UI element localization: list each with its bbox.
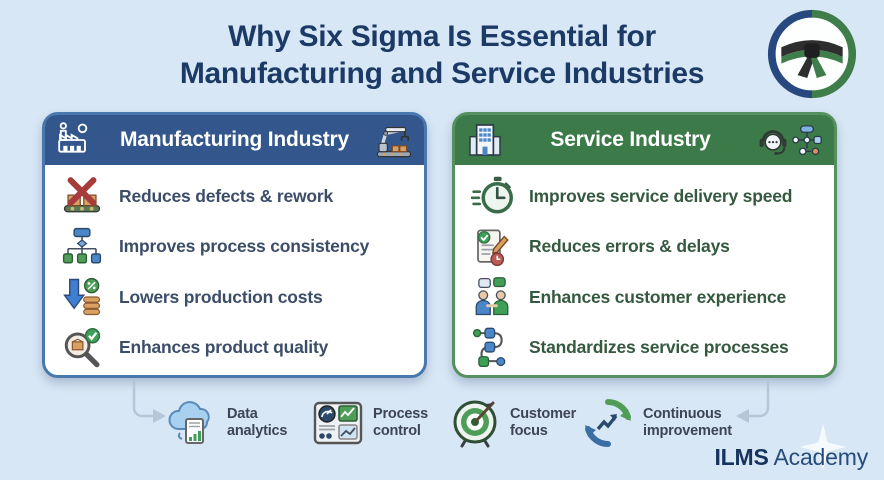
list-item: Lowers production costs xyxy=(61,276,412,318)
footer-item-customer-focus: Customer focus xyxy=(449,396,576,450)
item-label: Enhances customer experience xyxy=(529,286,787,307)
list-item: Standardizes service processes xyxy=(471,327,822,369)
list-item: Improves service delivery speed xyxy=(471,175,822,217)
handshake-people-icon xyxy=(475,277,509,316)
footer-item-label: Process control xyxy=(373,405,429,439)
footer-item-label: Customer focus xyxy=(510,405,577,439)
footer-item-label: Continuous improvement xyxy=(643,405,732,439)
network-diagram-icon xyxy=(792,125,822,156)
target-dart-icon xyxy=(453,400,497,448)
page-title-line1: Why Six Sigma Is Essential for xyxy=(228,20,656,53)
process-path-icon xyxy=(472,327,506,367)
stopwatch-icon xyxy=(471,177,513,214)
list-item: Reduces defects & rework xyxy=(61,175,412,217)
cloud-analytics-icon xyxy=(168,401,210,444)
item-label: Reduces errors & delays xyxy=(529,236,730,257)
list-item: Reduces errors & delays xyxy=(471,226,822,268)
footer-item-continuous-improvement: Continuous improvement xyxy=(582,396,732,450)
office-building-icon xyxy=(469,124,501,156)
manufacturing-items: Reduces defects & rework Improves proces… xyxy=(45,165,424,379)
manufacturing-panel: Manufacturing Industry xyxy=(42,112,427,378)
list-item: Improves process consistency xyxy=(61,226,412,268)
cost-down-icon xyxy=(63,278,101,316)
control-dashboard-icon xyxy=(313,401,363,445)
item-label: Improves process consistency xyxy=(119,236,370,257)
document-pencil-icon xyxy=(477,229,509,266)
cycle-arrows-icon xyxy=(585,399,631,447)
quality-magnifier-icon xyxy=(64,327,101,367)
service-panel: Service Industry xyxy=(452,112,837,378)
page-title-line2: Manufacturing and Service Industries xyxy=(179,57,705,91)
factory-icon xyxy=(58,122,88,153)
item-label: Standardizes service processes xyxy=(529,337,789,358)
item-label: Improves service delivery speed xyxy=(529,185,793,206)
page-title: Why Six Sigma Is Essential for Manufactu… xyxy=(0,18,884,92)
manufacturing-panel-header: Manufacturing Industry xyxy=(45,115,424,165)
service-panel-header: Service Industry xyxy=(455,115,834,165)
brand-bold: ILMS xyxy=(714,444,769,470)
brand-logo: ILMS Academy xyxy=(714,444,868,471)
list-item: Enhances product quality xyxy=(61,327,412,369)
brand-regular: Academy xyxy=(768,444,869,470)
footer-item-data-analytics: Data analytics xyxy=(166,396,287,450)
item-label: Reduces defects & rework xyxy=(119,185,334,206)
item-label: Enhances product quality xyxy=(119,337,329,358)
item-label: Lowers production costs xyxy=(119,286,323,307)
list-item: Enhances customer experience xyxy=(471,276,822,318)
service-items: Improves service delivery speed Reduces … xyxy=(455,165,834,379)
service-header-label: Service Industry xyxy=(550,128,711,151)
robot-arm-icon xyxy=(376,126,412,158)
six-sigma-belt-badge-icon xyxy=(767,9,857,99)
manufacturing-header-label: Manufacturing Industry xyxy=(120,128,349,151)
footer-item-process-control: Process control xyxy=(312,396,428,450)
footer-item-label: Data analytics xyxy=(227,405,288,439)
headset-support-icon xyxy=(759,130,787,156)
defects-rework-icon xyxy=(63,177,101,213)
process-flowchart-icon xyxy=(62,227,102,264)
